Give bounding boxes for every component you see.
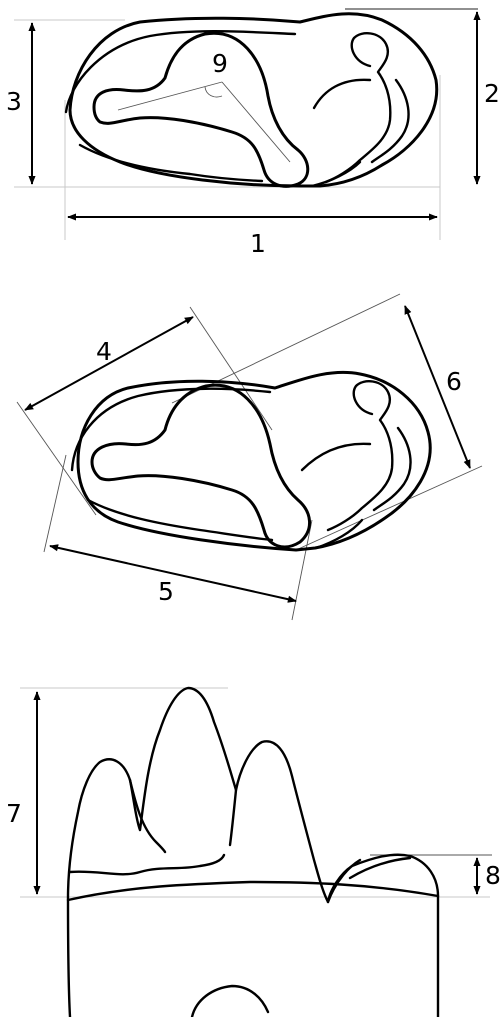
central-ridge-2: [300, 442, 372, 472]
dimension-arrow-5: [49, 544, 297, 603]
label-8: 8: [485, 861, 501, 890]
crown-cervical-line: [66, 880, 440, 902]
angle-9-arm-right: [221, 81, 291, 163]
label-4: 4: [96, 337, 112, 366]
cusp-left: [92, 31, 310, 188]
cusp-slope-right: [228, 788, 238, 847]
label-1: 1: [250, 229, 266, 258]
dimension-arrow-6: [404, 305, 471, 469]
cusp-slope-far-right: [326, 856, 412, 904]
angle-9-arm-left: [117, 81, 223, 111]
label-5: 5: [158, 577, 174, 606]
guide-line-4-left: [16, 401, 97, 516]
enamel-line: [68, 853, 226, 876]
cusp-left-2: [90, 383, 311, 549]
cusp-right: [324, 32, 392, 184]
angle-9-arc: [204, 86, 223, 98]
guide-line-5-right: [291, 519, 313, 621]
cusp-slope-left: [128, 778, 167, 854]
buccal-ridge-2: [314, 518, 364, 550]
guide-line-5-left: [43, 454, 67, 553]
occlusal-view-top: 3 2 1 9: [6, 8, 500, 258]
cusp-right-2: [326, 380, 394, 532]
crown-outline: [66, 686, 440, 1017]
dimension-arrow-4: [24, 316, 194, 411]
cusp-right-inner: [370, 78, 410, 164]
label-3: 3: [6, 87, 22, 116]
label-2: 2: [484, 79, 500, 108]
buccal-ridge: [310, 160, 362, 188]
label-9: 9: [212, 49, 228, 78]
tooth-outline-inner: [64, 30, 297, 183]
occlusal-view-middle: 4 6 5: [16, 293, 483, 621]
lateral-view-bottom: 7 8: [6, 686, 501, 1017]
label-6: 6: [446, 367, 462, 396]
tooth-outline-outer: [68, 12, 439, 188]
label-7: 7: [6, 799, 22, 828]
root-outline: [190, 984, 270, 1017]
guide-line-6-bottom: [295, 465, 483, 551]
central-ridge: [312, 78, 372, 110]
guide-line-4-right: [189, 306, 273, 431]
